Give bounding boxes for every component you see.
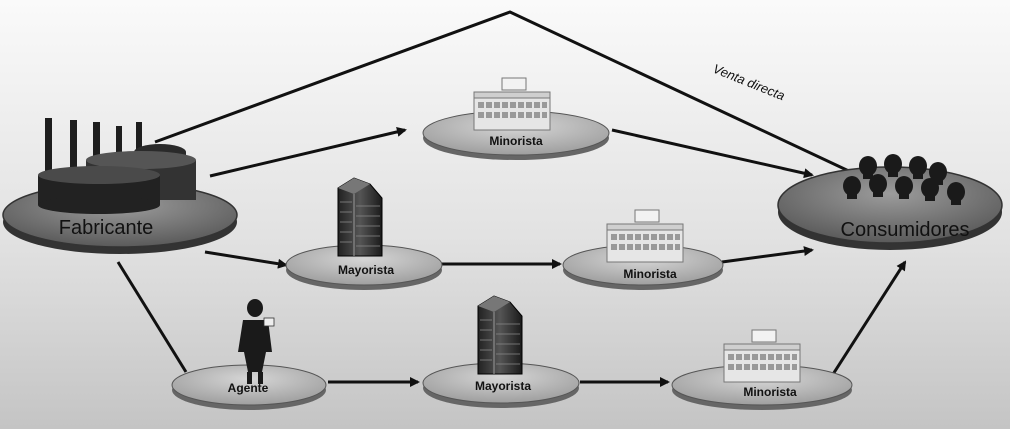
agent-person-icon	[238, 299, 275, 384]
node-consumidores: Consumidores	[777, 154, 1003, 250]
mayorista-bottom-label: Mayorista	[475, 379, 531, 393]
fabricante-label: Fabricante	[59, 217, 154, 239]
arrow-minorista-bottom-consumidores	[826, 260, 907, 383]
arrow-fab-agente	[116, 261, 188, 373]
office-tower-icon	[477, 295, 523, 375]
agente-label: Agente	[228, 381, 269, 395]
consumidores-label: Consumidores	[841, 219, 970, 241]
arrow-fab-minorista-top	[209, 126, 407, 178]
connectors	[116, 10, 907, 387]
arrow-minorista-top-consumidores	[611, 128, 814, 179]
arrow-minorista-mid-consumidores	[721, 246, 814, 264]
arrow-fab-mayorista	[204, 250, 288, 269]
minorista-mid-label: Minorista	[623, 267, 677, 281]
mayorista-mid-label: Mayorista	[338, 263, 394, 277]
factory-icon	[38, 118, 196, 214]
node-agente: Agente	[171, 299, 327, 410]
minorista-bottom-label: Minorista	[743, 385, 797, 399]
node-minorista-top: Minorista	[422, 77, 610, 160]
node-mayorista-mid: Mayorista	[285, 177, 443, 290]
arrow-direct-sale	[154, 10, 870, 182]
node-minorista-mid: Minorista	[562, 209, 724, 290]
node-minorista-bottom: Minorista	[671, 329, 853, 410]
minorista-top-label: Minorista	[489, 134, 543, 148]
node-mayorista-bottom: Mayorista	[422, 295, 580, 408]
office-tower-icon	[337, 177, 383, 257]
node-fabricante: Fabricante	[2, 118, 238, 254]
